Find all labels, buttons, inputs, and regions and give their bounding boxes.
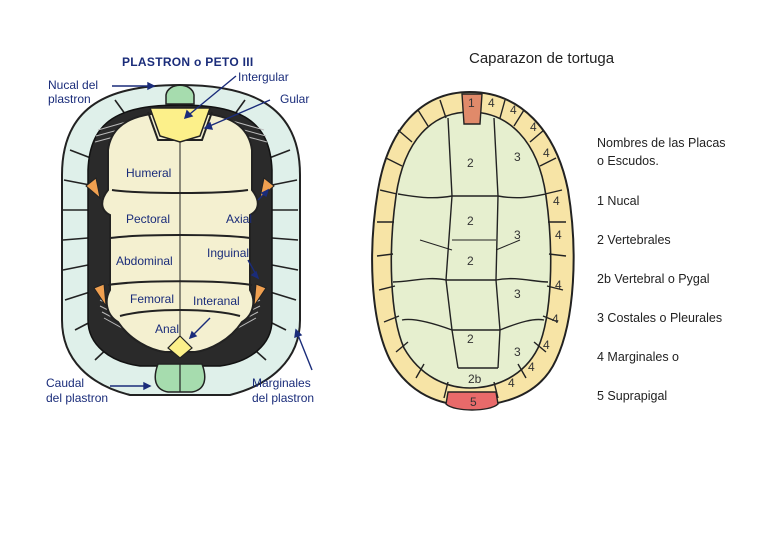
scute-supra: 5 <box>470 395 477 409</box>
scute-c2: 3 <box>514 228 521 242</box>
scute-m10: 4 <box>528 360 535 374</box>
nucal-callout-line2: plastron <box>48 92 91 106</box>
plastron-title: PLASTRON o PETO III <box>122 55 254 69</box>
scute-v3: 2 <box>467 254 474 268</box>
gular-callout: Gular <box>280 92 310 106</box>
anal-diamond <box>167 335 193 359</box>
inguinal-scute-left <box>93 283 107 307</box>
legend-item-vertebrales: 2 Vertebrales <box>597 233 671 247</box>
marginales-callout-line2: del plastron <box>252 391 315 405</box>
scute-c1: 3 <box>514 150 521 164</box>
legend-item-pygal: 2b Vertebral o Pygal <box>597 272 710 286</box>
interanal-label: Interanal <box>193 294 240 308</box>
scute-m3: 4 <box>530 120 537 134</box>
humeral-label: Humeral <box>126 166 172 180</box>
carapace-title: Caparazon de tortuga <box>469 50 615 67</box>
femoral-label: Femoral <box>130 292 175 306</box>
nucal-callout-line1: Nucal del <box>48 78 99 92</box>
legend-title-line2: o Escudos. <box>597 154 659 168</box>
scute-m7: 4 <box>555 278 562 292</box>
inguinal-scute-right <box>253 283 267 307</box>
suprapigal-scute <box>445 391 499 411</box>
intergular-scute <box>148 107 212 143</box>
scute-c3: 3 <box>514 287 521 301</box>
legend-item-costales: 3 Costales o Pleurales <box>597 311 723 325</box>
plastron-arrows <box>110 75 313 391</box>
scute-pygal: 2b <box>468 372 482 386</box>
nucal-plastron-scute <box>165 84 195 105</box>
scute-v2: 2 <box>467 214 474 228</box>
scute-m1: 4 <box>488 96 495 110</box>
axial-scute-left <box>85 177 101 200</box>
caudal-callout-line1: Caudal <box>46 376 85 390</box>
scute-v4: 2 <box>467 332 474 346</box>
scute-m2: 4 <box>510 103 517 117</box>
legend-item-suprapigal: 5 Suprapigal <box>597 389 668 403</box>
marginales-callout-line1: Marginales <box>252 376 311 390</box>
scute-m4: 4 <box>543 146 550 160</box>
caudal-callout-line2: del plastron <box>46 391 109 405</box>
anal-label: Anal <box>155 322 180 336</box>
scute-v1: 2 <box>467 156 474 170</box>
inguinal-label: Inguinal <box>207 246 250 260</box>
axial-label: Axial <box>226 212 253 226</box>
scute-c4: 3 <box>514 345 521 359</box>
scute-m11: 4 <box>508 376 515 390</box>
scute-m9: 4 <box>543 338 550 352</box>
carapace-marginal-seams <box>376 99 567 399</box>
legend-item-nucal: 1 Nucal <box>597 194 640 208</box>
legend-title-line1: Nombres de las Placas <box>597 136 726 150</box>
scute-nucal: 1 <box>468 96 475 110</box>
pectoral-label: Pectoral <box>126 212 171 226</box>
scute-m8: 4 <box>552 312 559 326</box>
legend-item-marginales: 4 Marginales o <box>597 350 679 364</box>
scute-m5: 4 <box>553 194 560 208</box>
intergular-callout: Intergular <box>238 70 289 84</box>
scute-m6: 4 <box>555 228 562 242</box>
nucal-carapace-scute <box>461 93 483 125</box>
carapace-scute-seams <box>392 117 549 369</box>
abdominal-label: Abdominal <box>116 254 173 268</box>
carapace-field <box>390 111 552 389</box>
